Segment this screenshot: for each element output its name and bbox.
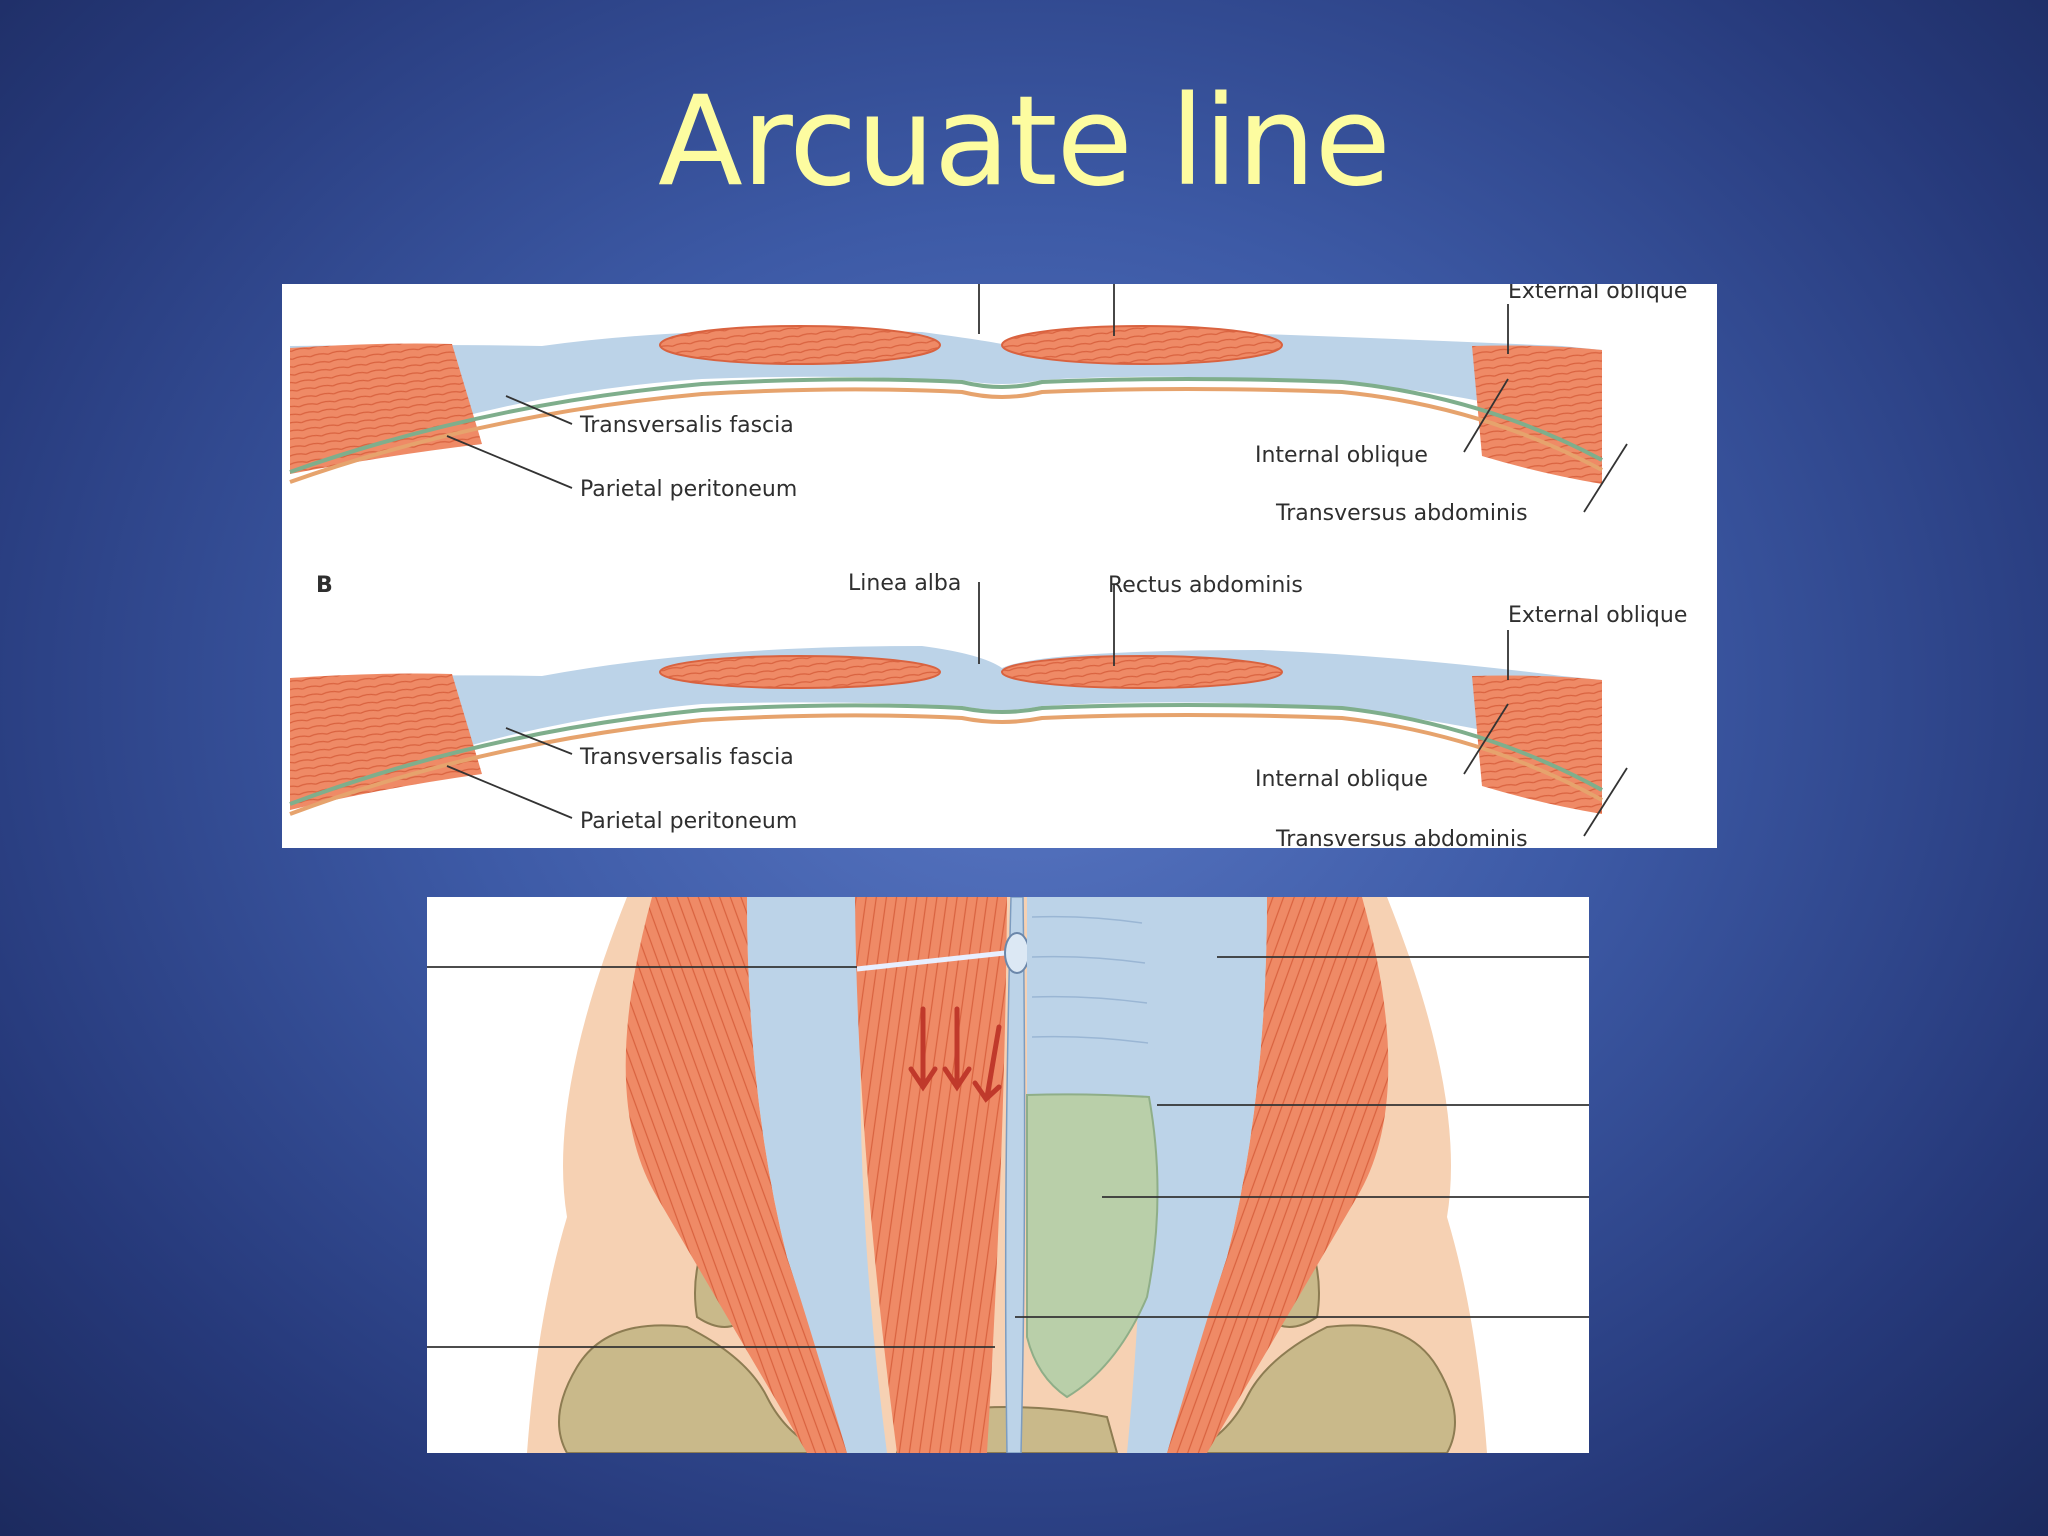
peritoneum-layer	[289, 387, 1603, 484]
section-b: B Linea alba Rectus abdominis External o…	[289, 571, 1687, 848]
oblique-left	[625, 897, 847, 1453]
label-a-internal-oblique: Internal oblique	[1255, 443, 1428, 468]
label-a-external-oblique: External oblique	[1508, 284, 1687, 304]
transversalis-fascia-layer	[289, 703, 1603, 806]
anterior-wall-svg	[427, 897, 1589, 1453]
label-a-parietal-peritoneum: Parietal peritoneum	[580, 477, 797, 502]
label-b-transversalis-fascia: Transversalis fascia	[579, 745, 794, 770]
label-b-transversus-abdominis: Transversus abdominis	[1275, 827, 1528, 848]
label-b-external-oblique: External oblique	[1508, 603, 1687, 628]
slide-title: Arcuate line	[658, 70, 1391, 214]
lateral-muscles-left	[290, 673, 482, 810]
linea-alba	[1004, 897, 1026, 1453]
anterior-wall-diagram	[427, 897, 1589, 1453]
down-arrow-icon	[908, 1006, 938, 1092]
umbilicus	[1004, 932, 1030, 974]
label-b-parietal-peritoneum: Parietal peritoneum	[580, 809, 797, 834]
rectus-right	[1001, 655, 1283, 689]
cross-section-diagram: External oblique Transversalis fascia Pa…	[282, 284, 1717, 848]
transversalis-fascia-layer	[289, 377, 1603, 474]
section-a: External oblique Transversalis fascia Pa…	[289, 284, 1687, 526]
rectus-right	[1001, 325, 1283, 365]
lateral-muscles-right	[1472, 345, 1602, 484]
label-b-linea-alba: Linea alba	[848, 571, 961, 596]
label-b-rectus-abdominis: Rectus abdominis	[1108, 573, 1303, 598]
aponeurosis	[290, 646, 1602, 810]
peritoneum-layer	[289, 713, 1603, 816]
down-arrow-icon	[972, 1024, 1002, 1103]
lateral-muscles-left	[290, 343, 482, 474]
label-b-internal-oblique: Internal oblique	[1255, 767, 1428, 792]
section-b-letter: B	[316, 573, 333, 598]
aponeurosis-right	[1127, 897, 1267, 1453]
cross-section-svg: External oblique Transversalis fascia Pa…	[289, 284, 1687, 848]
aponeurosis	[290, 329, 1602, 474]
leader-lines	[427, 956, 1589, 1348]
tendinous-intersection	[856, 950, 1006, 972]
label-a-transversalis-fascia: Transversalis fascia	[579, 413, 794, 438]
rectus-left	[659, 655, 941, 689]
label-a-transversus-abdominis: Transversus abdominis	[1275, 501, 1528, 526]
lateral-muscles-right	[1472, 675, 1602, 814]
rectus-left	[659, 325, 941, 365]
rectus-abdominis-left	[855, 897, 1007, 1453]
aponeurosis-left	[747, 897, 887, 1453]
transversalis-fascia-area	[1026, 1093, 1159, 1399]
oblique-right	[1167, 897, 1389, 1453]
down-arrow-icon	[942, 1006, 972, 1092]
